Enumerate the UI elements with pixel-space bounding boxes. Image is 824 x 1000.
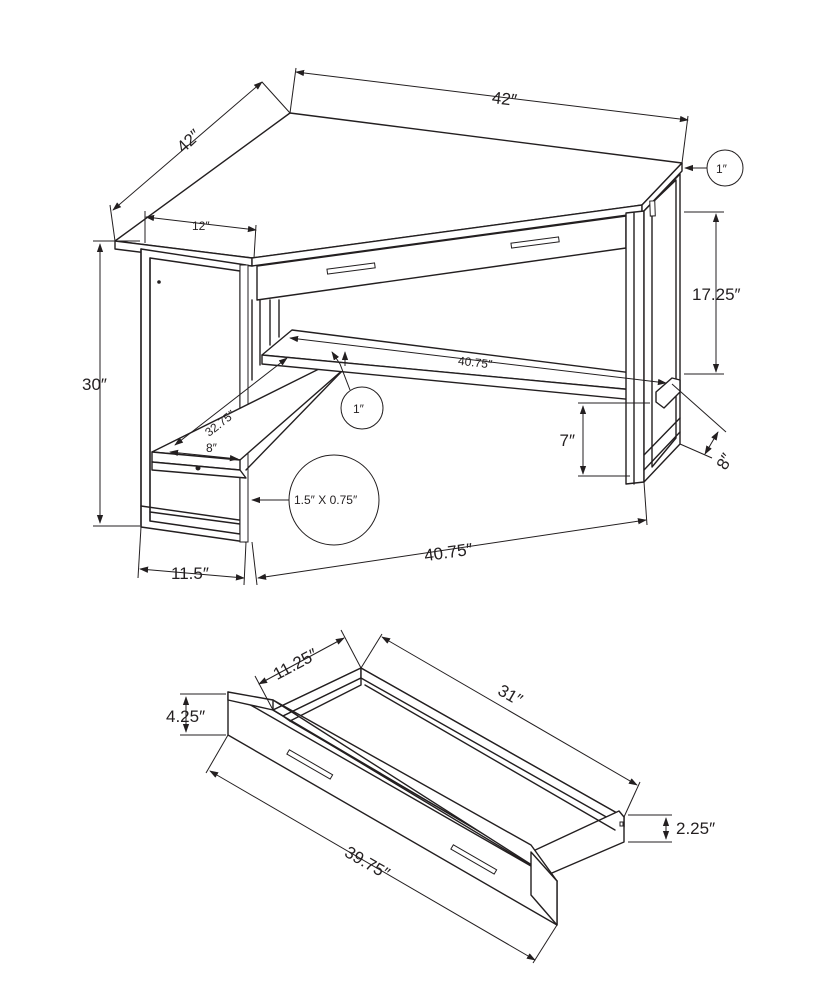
drawer-side-height-label: 2.25″: [676, 819, 715, 838]
shelf-length-label: 40.75″: [457, 354, 493, 372]
height-label: 30″: [82, 375, 107, 394]
drawer-handle-right: [510, 236, 560, 249]
apron-height-label: 17.25″: [692, 285, 741, 304]
shelf-thickness-label: 1″: [353, 402, 365, 416]
drawer-depth-label: 11.25″: [270, 645, 321, 684]
corner-desk-drawing: 42″ 42″ 12″ 1″ 17.25″ 30″: [82, 67, 744, 586]
shelf-depth-left-label: 8″: [206, 441, 218, 455]
leg-section-label: 1.5″ X 0.75″: [294, 493, 358, 507]
drawer-drawing: 11.25″ 31″ 4.25″ 2.25″ 39.75″: [166, 629, 715, 964]
drawer-front-length-label: 39.75″: [341, 843, 393, 884]
top-depth-label: 42″: [173, 126, 204, 157]
drawer-handle-left: [326, 262, 376, 275]
shelf-height-label: 7″: [560, 431, 575, 450]
shelf-depth-right-label: 8″: [713, 450, 737, 473]
desk-dimensions: 42″ 42″ 12″ 1″ 17.25″ 30″: [82, 67, 744, 586]
top-width-label: 42″: [491, 88, 518, 110]
right-leg-frame: [625, 173, 681, 485]
base-length-label: 40.75″: [423, 540, 474, 566]
drawer-front-height-label: 4.25″: [166, 707, 205, 726]
base-depth-label: 11.5″: [171, 564, 209, 583]
left-leg-frame: [140, 248, 249, 543]
top-thickness-label: 1″: [716, 162, 728, 176]
corner-depth-label: 12″: [192, 219, 210, 233]
